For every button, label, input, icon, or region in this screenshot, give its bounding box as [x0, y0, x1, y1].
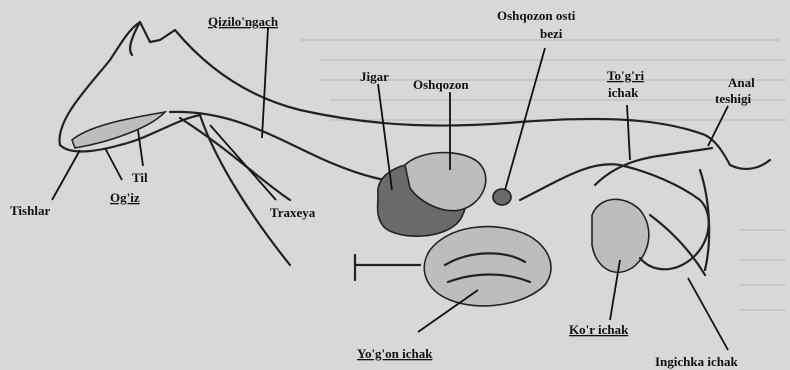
label-anal-teshigi-2: teshigi: [715, 91, 752, 106]
label-ogiz: Og'iz: [110, 190, 140, 205]
label-oshqozon-osti-bezi-2: bezi: [540, 26, 563, 41]
rectum-tube: [595, 148, 712, 185]
tail-outline: [730, 160, 770, 169]
label-togri-ichak-1: To'g'ri: [607, 68, 644, 83]
label-anal-teshigi-1: Anal: [728, 75, 755, 90]
label-jigar: Jigar: [360, 69, 389, 84]
label-til: Til: [132, 170, 148, 185]
label-tishlar: Tishlar: [10, 203, 50, 218]
pancreas-shape: [493, 189, 511, 205]
label-togri-ichak-2: ichak: [608, 85, 639, 100]
label-traxeya: Traxeya: [270, 205, 316, 220]
label-oshqozon: Oshqozon: [413, 77, 469, 92]
label-ingichka-ichak: Ingichka ichak: [655, 354, 738, 369]
label-qizilongach: Qizilo'ngach: [208, 14, 279, 29]
tongue-shape: [72, 112, 165, 148]
label-yogon-ichak: Yo'g'on ichak: [357, 346, 433, 361]
label-kor-ichak: Ko'r ichak: [569, 322, 629, 337]
large-intestine-shape: [424, 227, 551, 306]
horse-outline: [60, 22, 770, 280]
label-oshqozon-osti-bezi-1: Oshqozon osti: [497, 8, 576, 23]
